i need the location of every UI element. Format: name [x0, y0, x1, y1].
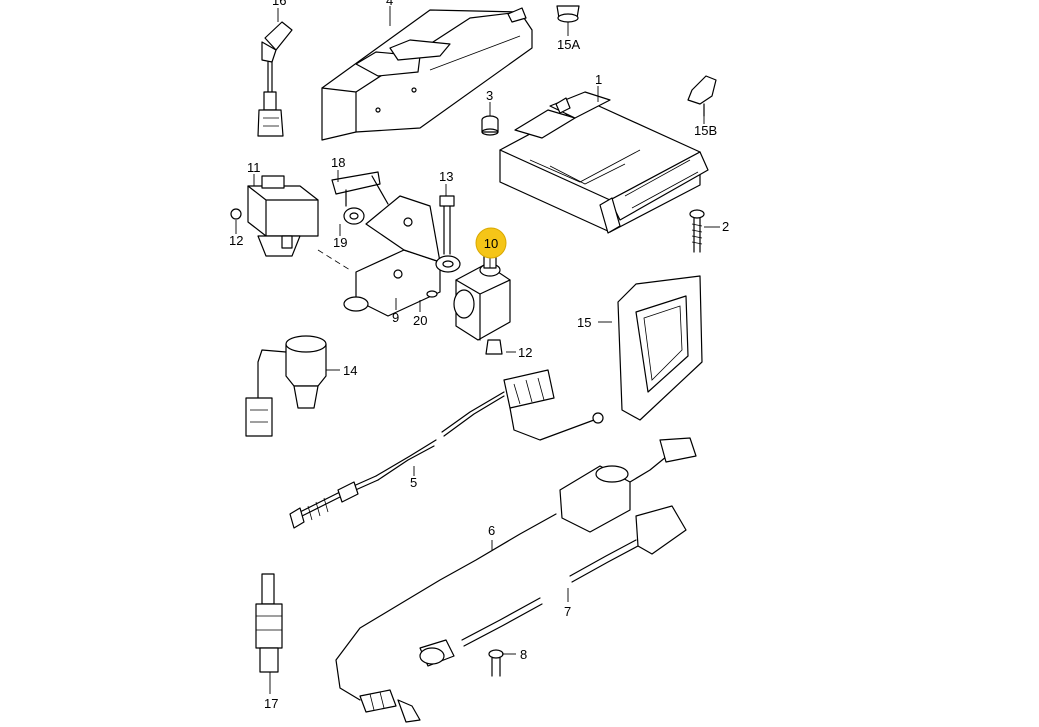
callout-15a: 15A — [557, 37, 580, 52]
part-5-lambda-probe[interactable] — [289, 369, 604, 529]
callout-15: 15 — [577, 315, 591, 330]
part-8-bolt[interactable] — [488, 649, 504, 677]
callout-2: 2 — [722, 219, 729, 234]
part-15-frame[interactable] — [617, 275, 703, 421]
part-10-actuator[interactable] — [453, 255, 511, 355]
callout-16: 16 — [272, 0, 286, 8]
callout-1: 1 — [595, 72, 602, 87]
highlight-marker — [475, 227, 507, 259]
callout-6: 6 — [488, 523, 495, 538]
callout-12-right: 12 — [518, 345, 532, 360]
part-16-sensor[interactable] — [257, 21, 293, 137]
part-9-mounting-bracket[interactable] — [343, 195, 461, 317]
part-3-cap[interactable] — [481, 115, 499, 136]
callout-4: 4 — [386, 0, 393, 8]
callout-8: 8 — [520, 647, 527, 662]
part-1-control-unit[interactable] — [499, 91, 709, 234]
callout-15b: 15B — [694, 123, 717, 138]
leader-lines — [235, 6, 720, 694]
callout-5: 5 — [410, 475, 417, 490]
part-6-probe-with-filter[interactable] — [335, 437, 697, 723]
callout-10-highlighted[interactable]: 10 — [475, 227, 507, 259]
part-2-screw[interactable] — [689, 209, 705, 253]
part-4-bracket-plate[interactable] — [321, 7, 533, 141]
callout-12-left: 12 — [229, 233, 243, 248]
callout-20: 20 — [413, 313, 427, 328]
callout-18: 18 — [331, 155, 345, 170]
callout-11: 11 — [247, 160, 261, 175]
part-11-valve[interactable] — [230, 175, 351, 271]
callout-10: 10 — [484, 236, 498, 251]
callout-3: 3 — [486, 88, 493, 103]
part-7-knock-sensor[interactable] — [419, 505, 687, 667]
part-18-19-bracket-hardware[interactable] — [331, 171, 389, 225]
part-17-switch[interactable] — [255, 573, 283, 673]
callout-13: 13 — [439, 169, 453, 184]
callout-19: 19 — [333, 235, 347, 250]
callout-17: 17 — [264, 696, 278, 711]
callout-14: 14 — [343, 363, 357, 378]
part-15b-clip[interactable] — [687, 75, 717, 117]
part-15a-grommet[interactable] — [556, 5, 580, 23]
callout-7: 7 — [564, 604, 571, 619]
callout-9: 9 — [392, 310, 399, 325]
part-14-pressure-sensor[interactable] — [245, 335, 327, 437]
